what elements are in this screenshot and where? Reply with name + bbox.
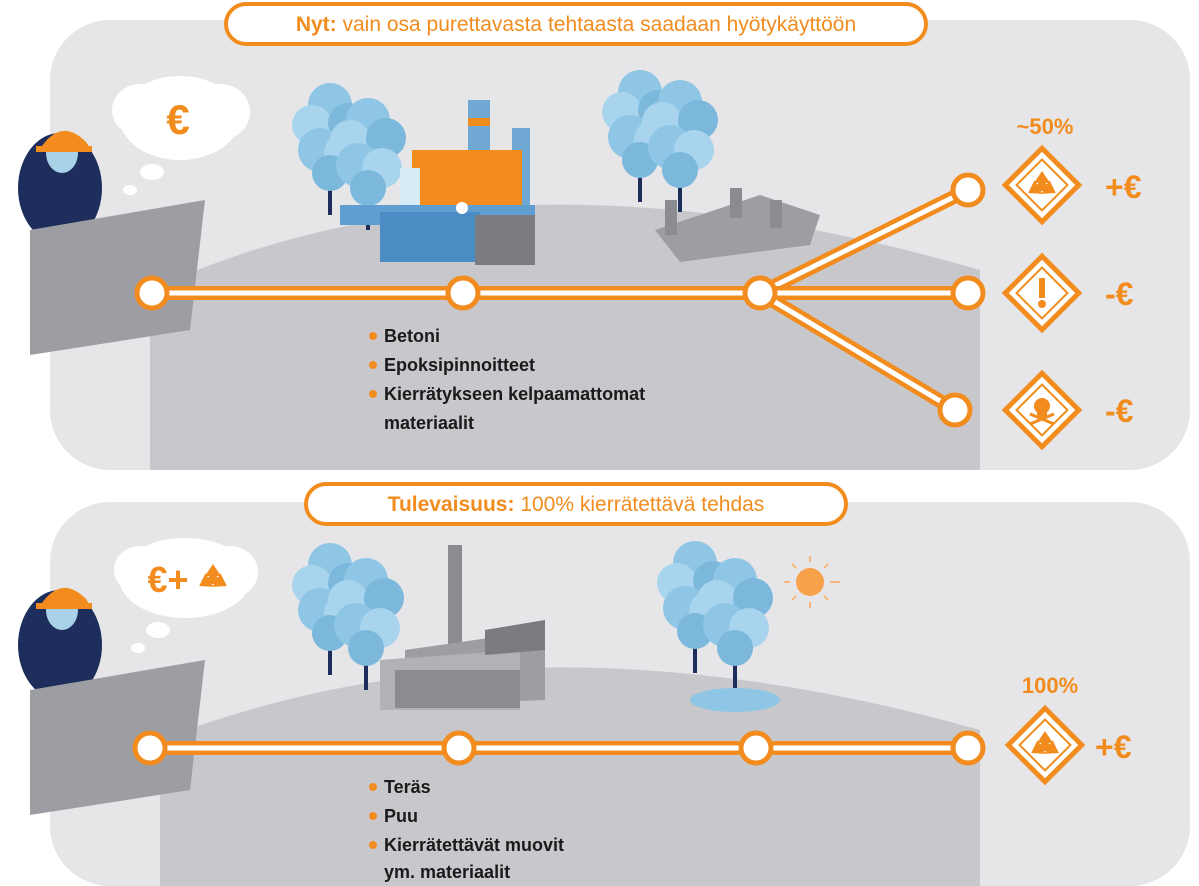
bottom-percent: 100% <box>1022 673 1078 698</box>
euro-plus-icon: €+ <box>147 559 188 600</box>
outcome-value: +€ <box>1105 169 1142 205</box>
euro-icon: € <box>166 96 189 143</box>
gray-factory-icon <box>292 543 545 710</box>
bottom-title: Tulevaisuus: 100% kierrätettävä tehdas <box>388 493 765 516</box>
timeline-node <box>135 733 165 763</box>
laptop-icon <box>30 660 205 815</box>
timeline-node <box>953 175 983 205</box>
hill <box>150 204 980 470</box>
bottom-panel: Tulevaisuus: 100% kierrätettävä tehdas €… <box>18 482 1190 886</box>
timeline-node <box>137 278 167 308</box>
timeline-node <box>448 278 478 308</box>
timeline-node <box>444 733 474 763</box>
bottom-title-pill <box>304 482 848 526</box>
list-item: Betoni <box>384 326 440 346</box>
timeline-node <box>741 733 771 763</box>
list-item: Kierrätettävät muovit <box>384 835 564 855</box>
timeline-node <box>745 278 775 308</box>
outcome-value: +€ <box>1095 729 1132 765</box>
factory-icon <box>292 83 535 265</box>
timeline-node <box>940 395 970 425</box>
hill <box>160 667 980 886</box>
list-item: ym. materiaalit <box>384 862 510 882</box>
list-item: materiaalit <box>384 413 474 433</box>
thought-bubble: € <box>112 76 250 195</box>
top-title: Nyt: vain osa purettavasta tehtaasta saa… <box>296 13 856 36</box>
timeline-node <box>953 733 983 763</box>
top-timeline <box>137 175 983 425</box>
top-title-pill <box>224 2 928 46</box>
hazard-skull-icon <box>1005 373 1079 447</box>
bottom-materials-list: Teräs Puu Kierrätettävät muovit ym. mate… <box>369 777 564 882</box>
thought-bubble: €+ <box>114 538 258 653</box>
list-item: Epoksipinnoitteet <box>384 355 535 375</box>
outcome-value: -€ <box>1105 276 1134 312</box>
top-percent: ~50% <box>1017 114 1074 139</box>
list-item: Teräs <box>384 777 431 797</box>
top-materials-list: Betoni Epoksipinnoitteet Kierrätykseen k… <box>369 326 645 433</box>
sun-icon <box>784 556 840 608</box>
warning-icon <box>1005 256 1079 330</box>
list-item: Puu <box>384 806 418 826</box>
timeline-node <box>953 278 983 308</box>
list-item: Kierrätykseen kelpaamattomat <box>384 384 645 404</box>
factory-ruins-icon <box>602 70 820 262</box>
bottom-timeline <box>135 733 983 763</box>
laptop-icon <box>30 200 205 355</box>
top-panel: Nyt: vain osa purettavasta tehtaasta saa… <box>18 2 1190 470</box>
restored-nature-icon <box>657 541 780 712</box>
outcome-value: -€ <box>1105 393 1134 429</box>
